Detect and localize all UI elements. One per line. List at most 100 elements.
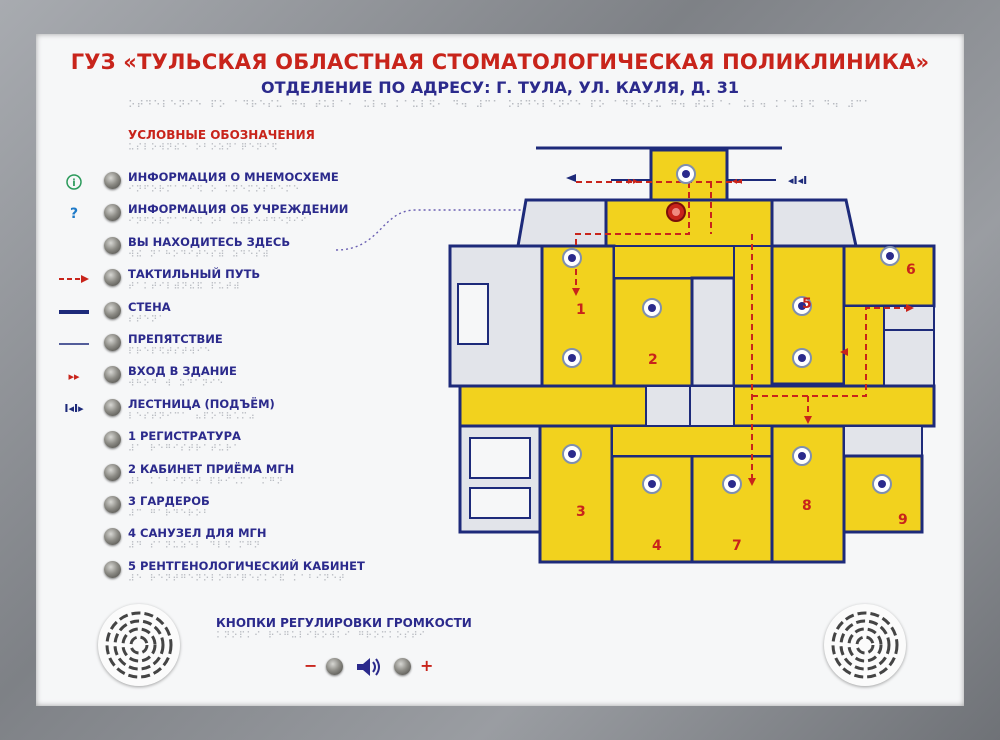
svg-text:▸▸: ▸▸: [628, 176, 638, 187]
sign-subtitle: ОТДЕЛЕНИЕ ПО АДРЕСУ: Г. ТУЛА, УЛ. КАУЛЯ,…: [261, 78, 739, 97]
legend-item: ВЫ НАХОДИТЕСЬ ЗДЕСЬ⠺⠮ ⠝⠁⠓⠕⠙⠊⠞⠑⠎⠾ ⠵⠙⠑⠎⠾: [46, 235, 386, 267]
legend-item: ПРЕПЯТСТВИЕ⠏⠗⠑⠏⠫⠞⠎⠞⠺⠊⠑: [46, 332, 386, 364]
entrance-icon: ▸▸: [68, 369, 80, 383]
room-number: 6: [906, 262, 916, 278]
legend-item-braille: ⠼⠃ ⠅⠁⠃⠊⠝⠑⠞ ⠏⠗⠊⠡⠍⠁ ⠍⠛⠝: [128, 476, 284, 487]
legend-symbol: [56, 466, 92, 482]
svg-text:◂I◂I: ◂I◂I: [788, 174, 807, 187]
legend-item-label: 1 РЕГИСТРАТУРА: [128, 429, 241, 444]
legend-symbol: [56, 530, 92, 546]
audio-button[interactable]: [104, 366, 121, 384]
legend-item: 3 ГАРДЕРОБ⠼⠉ ⠛⠁⠗⠙⠑⠗⠕⠃: [46, 494, 386, 526]
audio-button[interactable]: [104, 398, 121, 416]
audio-button[interactable]: [104, 528, 121, 546]
svg-text:◂◂: ◂◂: [732, 176, 742, 187]
plan-info-button-center: [568, 254, 576, 262]
legend-item: СТЕНА⠎⠞⠑⠝⠁: [46, 300, 386, 332]
stairs-icon: I◂I▸: [64, 402, 84, 416]
legend-item-braille: ⠺⠓⠕⠙ ⠺ ⠵⠙⠁⠝⠊⠑: [128, 379, 225, 390]
legend-item-label: ИНФОРМАЦИЯ ОБ УЧРЕЖДЕНИИ: [128, 202, 349, 217]
legend-item: 4 САНУЗЕЛ ДЛЯ МГН⠼⠙ ⠎⠁⠝⠥⠵⠑⠇ ⠙⠇⠫ ⠍⠛⠝: [46, 526, 386, 558]
volume-up-button[interactable]: [394, 658, 411, 675]
legend-item-braille: ⠇⠑⠎⠞⠝⠊⠉⠁ ⠦⠏⠕⠙⠷⠡⠍⠴: [128, 411, 256, 422]
legend-item: ▸▸ ВХОД В ЗДАНИЕ⠺⠓⠕⠙ ⠺ ⠵⠙⠁⠝⠊⠑: [46, 364, 386, 396]
legend-item-braille: ⠏⠗⠑⠏⠫⠞⠎⠞⠺⠊⠑: [128, 347, 212, 357]
plan-info-button-center: [728, 480, 736, 488]
legend-item-label: 5 РЕНТГЕНОЛОГИЧЕСКИЙ КАБИНЕТ: [128, 558, 365, 573]
legend-item: I◂I▸ ЛЕСТНИЦА (ПОДЪЁМ)⠇⠑⠎⠞⠝⠊⠉⠁ ⠦⠏⠕⠙⠷⠡⠍⠴: [46, 397, 386, 429]
plan-info-button-center: [878, 480, 886, 488]
plan-info-button-center: [682, 170, 690, 178]
audio-button[interactable]: [104, 496, 121, 513]
legend-item-braille: ⠎⠞⠑⠝⠁: [128, 314, 166, 325]
audio-button[interactable]: [104, 236, 121, 254]
legend-item-braille: ⠼⠑ ⠗⠑⠝⠞⠛⠑⠝⠕⠇⠕⠛⠊⠟⠑⠎⠅⠊⠯ ⠅⠁⠃⠊⠝⠑⠞: [128, 573, 346, 584]
legend-item-label: ВХОД В ЗДАНИЕ: [128, 364, 237, 379]
volume-controls-braille: ⠅⠝⠕⠏⠅⠊ ⠗⠑⠛⠥⠇⠊⠗⠕⠺⠅⠊ ⠛⠗⠕⠍⠅⠕⠎⠞⠊: [216, 631, 427, 641]
legend-item-label: ПРЕПЯТСТВИЕ: [128, 332, 223, 346]
info-icon: i: [56, 174, 92, 190]
room-number: 4: [652, 538, 662, 554]
sign-title: ГУЗ «ТУЛЬСКАЯ ОБЛАСТНАЯ СТОМАТОЛОГИЧЕСКА…: [70, 50, 930, 74]
legend-item-braille: ⠺⠮ ⠝⠁⠓⠕⠙⠊⠞⠑⠎⠾ ⠵⠙⠑⠎⠾: [128, 249, 270, 260]
legend-item-braille: ⠼⠉ ⠛⠁⠗⠙⠑⠗⠕⠃: [128, 509, 211, 519]
legend-item-braille: ⠊⠝⠋⠕⠗⠍⠁⠉⠊⠫ ⠕⠃ ⠥⠟⠗⠑⠚⠙⠑⠝⠊⠊: [128, 217, 308, 228]
legend-item-label: ЛЕСТНИЦА (ПОДЪЁМ): [128, 396, 275, 411]
volume-down-button[interactable]: [326, 658, 343, 675]
obstacle-icon: [56, 336, 92, 352]
volume-controls-label: КНОПКИ РЕГУЛИРОВКИ ГРОМКОСТИ: [216, 616, 472, 630]
title-braille: ⠕⠞⠙⠑⠇⠑⠝⠊⠑ ⠏⠕ ⠁⠙⠗⠑⠎⠥ ⠛⠲ ⠞⠥⠇⠁⠂ ⠥⠇⠲ ⠅⠁⠥⠇⠫⠂ …: [128, 100, 872, 111]
plan-info-button-center: [648, 304, 656, 312]
audio-button[interactable]: [104, 172, 121, 189]
room-number: 1: [576, 302, 586, 318]
svg-text:i: i: [72, 178, 75, 189]
legend-item-braille: ⠼⠙ ⠎⠁⠝⠥⠵⠑⠇ ⠙⠇⠫ ⠍⠛⠝: [128, 541, 262, 552]
legend-item-label: 4 САНУЗЕЛ ДЛЯ МГН: [128, 526, 267, 541]
plan-info-button-center: [648, 480, 656, 488]
plan-info-button-center: [798, 452, 806, 460]
plan-info-button-center: [798, 354, 806, 362]
legend-item-braille: ⠞⠁⠅⠞⠊⠇⠾⠝⠮⠯ ⠏⠥⠞⠾: [128, 282, 241, 293]
legend-item-label: 3 ГАРДЕРОБ: [128, 494, 210, 508]
plan-info-button-center: [798, 302, 806, 310]
room-number: 7: [732, 538, 742, 554]
legend-title-braille: ⠥⠎⠇⠕⠺⠝⠮⠑ ⠕⠃⠕⠵⠝⠁⠟⠑⠝⠊⠫: [128, 143, 279, 153]
audio-button[interactable]: [104, 334, 121, 351]
audio-button[interactable]: [104, 560, 121, 578]
audio-button[interactable]: [104, 431, 121, 449]
plan-info-button-center: [886, 252, 894, 260]
legend-symbol: [56, 498, 92, 514]
volume-plus-sign: +: [420, 656, 434, 675]
legend-item-label: ТАКТИЛЬНЫЙ ПУТЬ: [128, 267, 261, 282]
legend-item: ? ИНФОРМАЦИЯ ОБ УЧРЕЖДЕНИИ⠊⠝⠋⠕⠗⠍⠁⠉⠊⠫ ⠕⠃ ⠥…: [46, 202, 386, 234]
legend-item-braille: ⠊⠝⠋⠕⠗⠍⠁⠉⠊⠫ ⠕ ⠍⠝⠑⠍⠕⠎⠓⠑⠍⠑: [128, 185, 301, 195]
right-speaker: [824, 604, 906, 686]
speaker-grille-icon: [105, 611, 173, 679]
audio-button[interactable]: [104, 204, 121, 222]
audio-button[interactable]: [104, 269, 121, 287]
audio-button[interactable]: [104, 301, 121, 319]
legend-item: 2 КАБИНЕТ ПРИЁМА МГН⠼⠃ ⠅⠁⠃⠊⠝⠑⠞ ⠏⠗⠊⠡⠍⠁ ⠍⠛…: [46, 462, 386, 494]
room-number: 9: [898, 512, 908, 528]
legend-item: 1 РЕГИСТРАТУРА⠼⠁ ⠗⠑⠛⠊⠎⠞⠗⠁⠞⠥⠗⠁: [46, 429, 386, 461]
legend-item-label: ВЫ НАХОДИТЕСЬ ЗДЕСЬ: [128, 234, 291, 249]
speaker-volume-icon: [357, 658, 380, 676]
plan-info-button-center: [568, 354, 576, 362]
volume-minus-sign: −: [304, 656, 318, 675]
room-number: 2: [648, 352, 658, 368]
tactile-sign-board: ГУЗ «ТУЛЬСКАЯ ОБЛАСТНАЯ СТОМАТОЛОГИЧЕСКА…: [36, 34, 964, 706]
room-number: 5: [802, 296, 812, 312]
audio-button[interactable]: [104, 463, 121, 481]
tactile-path-icon: [56, 271, 92, 287]
legend-symbol: [56, 433, 92, 449]
speaker-grille-icon: [831, 611, 899, 679]
room-number: 3: [576, 504, 586, 520]
legend-item-label: СТЕНА: [128, 299, 171, 314]
legend-item: ТАКТИЛЬНЫЙ ПУТЬ⠞⠁⠅⠞⠊⠇⠾⠝⠮⠯ ⠏⠥⠞⠾: [46, 267, 386, 299]
legend-title: УСЛОВНЫЕ ОБОЗНАЧЕНИЯ: [128, 128, 315, 142]
wall-icon: [56, 304, 92, 320]
question-icon: ?: [69, 206, 79, 223]
